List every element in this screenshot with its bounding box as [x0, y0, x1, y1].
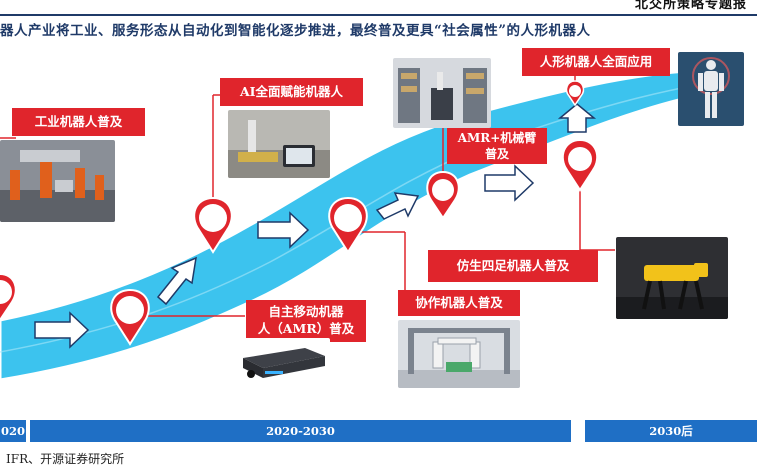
arrow-5 — [485, 166, 533, 200]
pin-0 — [0, 274, 16, 320]
development-roadmap-diagram — [0, 40, 757, 410]
stage-cobot-label: 协作机器人普及 — [398, 290, 520, 316]
pin-4 — [427, 172, 459, 218]
industrial-robot-photo — [0, 140, 115, 222]
amr-arm-photo — [393, 58, 491, 128]
page-title: 器人产业将工业、服务形态从自动化到智能化逐步推进，最终普及更具“社会属性”的人形… — [0, 19, 591, 39]
stage-ai-label: AI全面赋能机器人 — [220, 78, 363, 106]
cobot-photo — [398, 320, 520, 388]
stage-humanoid-label: 人形机器人全面应用 — [522, 48, 670, 76]
pin-5 — [563, 140, 597, 190]
source-note: IFR、开源证券研究所 — [6, 450, 124, 467]
amr-robot-photo — [235, 338, 330, 386]
timeline-segment-left: 020 — [0, 420, 26, 442]
stage-amr-arm-label: AMR+机械臂 普及 — [447, 128, 547, 164]
quadruped-robot-photo — [616, 237, 728, 319]
humanoid-robot-photo — [678, 52, 744, 126]
stage-amr-label: 自主移动机器 人（AMR）普及 — [246, 300, 366, 342]
report-header-text: 北交所策略专题报 — [635, 0, 747, 12]
timeline-segment-mid: 2020-2030 — [30, 420, 571, 442]
stage-quadruped-label: 仿生四足机器人普及 — [428, 250, 598, 282]
ai-robot-photo — [228, 110, 330, 178]
timeline-segment-right: 2030后 — [585, 420, 757, 442]
header-divider — [0, 14, 757, 16]
stage-industrial-label: 工业机器人普及 — [12, 108, 145, 136]
